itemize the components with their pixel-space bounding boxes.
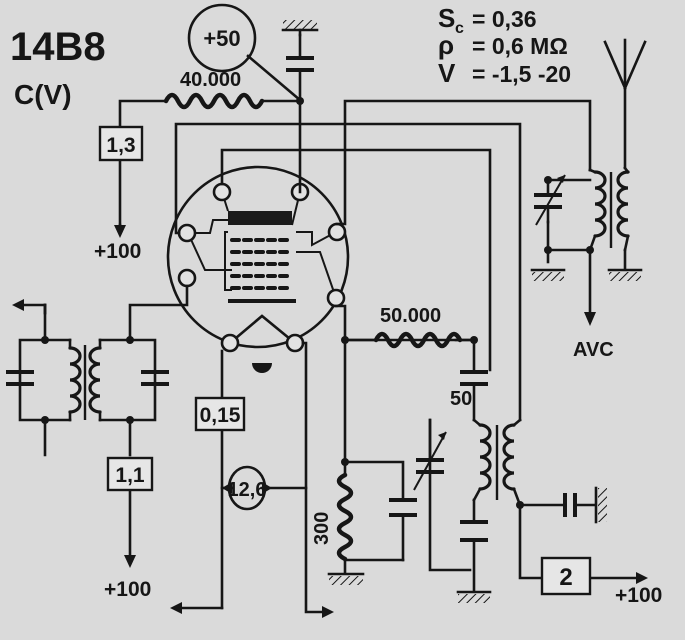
arrow-icon — [170, 602, 182, 614]
box-1-3-label: 1,3 — [106, 134, 135, 157]
resistor-50k-label: 50.000 — [380, 305, 441, 327]
arrow-icon — [124, 555, 136, 568]
ground-symbol — [281, 20, 319, 37]
capacitor-horizontal — [563, 493, 577, 517]
supply-label: +100 — [94, 240, 141, 263]
capacitor-left-b — [141, 370, 169, 386]
arrow-icon — [322, 606, 334, 618]
arrow-icon — [12, 299, 47, 315]
tube-base: C(V) — [14, 79, 72, 110]
ground-symbol — [456, 590, 492, 603]
tube-pin — [327, 222, 347, 242]
box-0-15-label: 0,15 — [200, 404, 241, 427]
screen-voltage: +50 — [203, 26, 240, 51]
spec-symbol: S — [438, 3, 455, 33]
box-1-1-label: 1,1 — [115, 464, 145, 487]
box-1-3 — [98, 125, 144, 162]
box-2-label: 2 — [559, 564, 572, 591]
tube-pin — [220, 333, 240, 353]
arrow-icon — [636, 572, 648, 584]
box-0-15 — [194, 396, 246, 432]
transformer-right — [472, 418, 522, 507]
antenna-icon — [603, 38, 647, 90]
tube-pin — [212, 182, 232, 202]
ground-symbol — [530, 268, 566, 281]
capacitor-coupling — [460, 370, 488, 386]
spec-value: = 0,6 MΩ — [472, 33, 568, 59]
resistor-50k — [373, 331, 463, 349]
tube-pin — [177, 223, 197, 243]
spec-value: = -1,5 -20 — [472, 61, 571, 87]
tube-anode-block — [228, 211, 292, 225]
capacitor-cathode — [389, 498, 417, 517]
heater-voltage-circle — [227, 465, 267, 511]
capacitor-left-a — [6, 370, 34, 386]
transformer-top-right — [588, 166, 630, 252]
ground-symbol — [327, 572, 365, 585]
spec-subscript: c — [455, 20, 464, 37]
vacuum-tube — [166, 165, 350, 373]
heater-voltage: 12,6 — [228, 479, 267, 501]
resistor-40k — [163, 92, 265, 110]
box-2 — [540, 556, 592, 596]
variable-capacitor-top — [534, 174, 566, 226]
tube-pin — [326, 288, 346, 308]
tube-type: 14B8 — [10, 25, 106, 69]
avc-label: AVC — [573, 339, 614, 361]
arrow-icon — [584, 312, 596, 326]
ground-symbol — [607, 268, 643, 281]
arrow-icon — [114, 223, 126, 238]
supply-label: +100 — [615, 584, 662, 607]
spec-value: = 0,36 — [472, 6, 537, 32]
variable-capacitor — [413, 418, 447, 491]
resistor-300-label: 300 — [311, 512, 333, 545]
box-1-1 — [106, 456, 154, 492]
supply-label: +100 — [104, 578, 151, 601]
capacitor-top — [286, 56, 314, 72]
resistor-300 — [336, 472, 354, 562]
spec-symbol: V — [438, 58, 456, 88]
spec-symbol: ρ — [438, 30, 454, 60]
resistor-40k-label: 40.000 — [180, 69, 241, 91]
transformer-left — [68, 338, 102, 422]
tube-pin — [177, 268, 197, 288]
capacitor-50-label: 50 — [450, 388, 472, 410]
ground-symbol — [594, 486, 607, 524]
screen-voltage-circle — [187, 3, 257, 73]
wiring — [18, 33, 638, 614]
capacitor-bottom-right — [460, 520, 488, 542]
tube-pin — [285, 333, 305, 353]
tube-key — [252, 363, 272, 373]
junction-dots — [41, 97, 594, 509]
